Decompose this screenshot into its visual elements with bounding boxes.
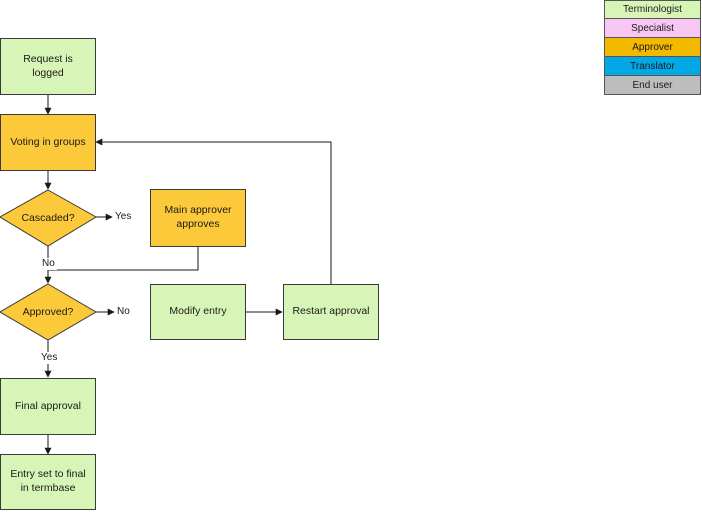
node-entry-set-final: Entry set to final in termbase: [0, 454, 96, 510]
node-entry-set-final-label: Entry set to final in termbase: [10, 468, 86, 494]
edge-label-approved-no: No: [115, 306, 132, 318]
node-final-approval: Final approval: [0, 378, 96, 435]
legend-approver-label: Approver: [632, 41, 673, 53]
node-cascaded-label: Cascaded?: [21, 212, 75, 224]
legend-specialist: Specialist: [604, 19, 701, 38]
node-request-logged: Request is logged: [0, 38, 96, 95]
node-voting-in-groups-label: Voting in groups: [10, 135, 86, 148]
edge-label-cascaded-yes: Yes: [113, 211, 134, 223]
legend-translator: Translator: [604, 57, 701, 76]
edge-label-approved-yes: Yes: [39, 352, 60, 364]
node-final-approval-label: Final approval: [15, 399, 81, 412]
node-restart-approval: Restart approval: [283, 284, 379, 340]
node-modify-entry: Modify entry: [150, 284, 246, 340]
legend-terminologist-label: Terminologist: [623, 4, 682, 15]
role-legend: Terminologist Specialist Approver Transl…: [604, 0, 701, 95]
legend-translator-label: Translator: [630, 60, 675, 72]
node-main-approver: Main approver approves: [150, 189, 246, 247]
node-modify-entry-label: Modify entry: [169, 305, 227, 318]
node-main-approver-label: Main approver approves: [164, 204, 232, 230]
edge-label-cascaded-no: No: [40, 258, 57, 270]
legend-approver: Approver: [604, 38, 701, 57]
node-approved-label: Approved?: [22, 306, 74, 318]
legend-end-user-label: End user: [632, 79, 673, 91]
edge-restart-to-voting: [95, 138, 332, 284]
node-restart-approval-label: Restart approval: [292, 305, 370, 318]
node-request-logged-label: Request is logged: [23, 52, 73, 79]
node-voting-in-groups: Voting in groups: [0, 114, 96, 171]
edge-main-approver-join: [48, 247, 199, 271]
legend-end-user: End user: [604, 76, 701, 95]
legend-terminologist: Terminologist: [604, 0, 701, 19]
legend-specialist-label: Specialist: [631, 22, 674, 34]
